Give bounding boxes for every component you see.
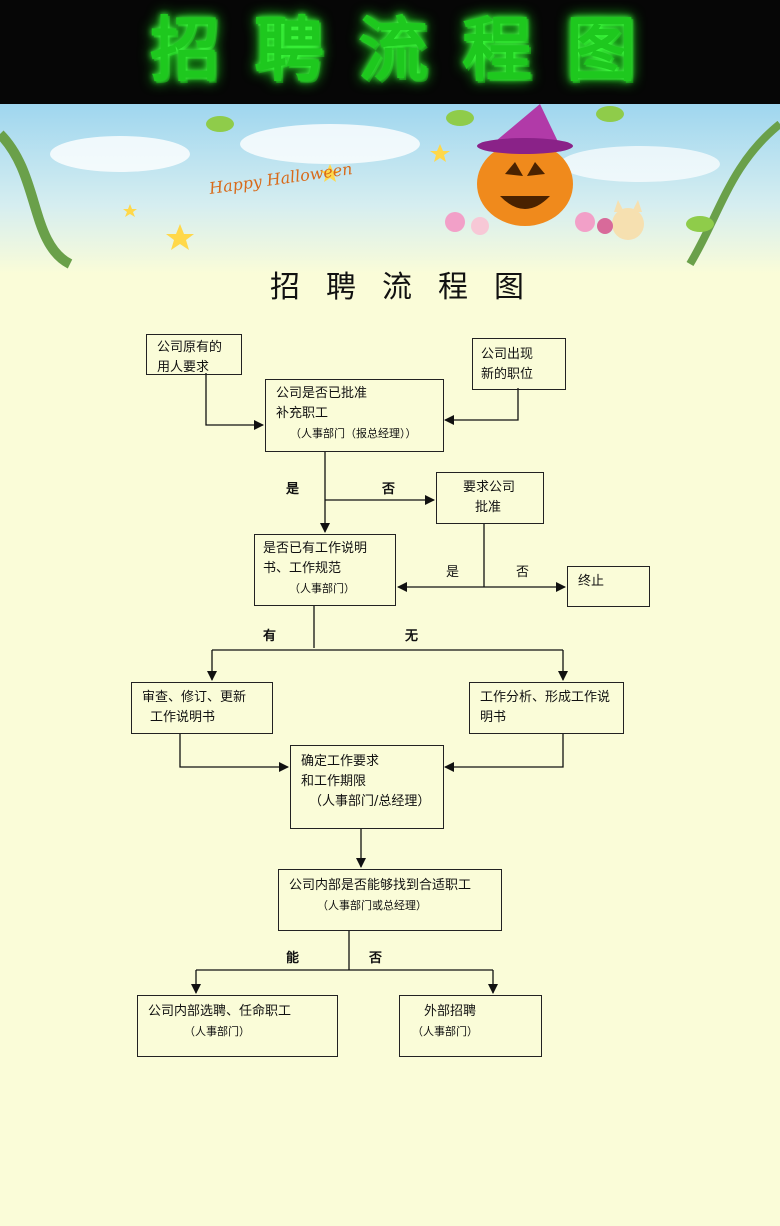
node-job-analysis: 工作分析、形成工作说 明书 <box>469 682 624 734</box>
star-icon <box>123 144 450 250</box>
label-none: 无 <box>405 629 419 644</box>
label-no-request: 否 <box>516 565 530 580</box>
node-new-position: 公司出现 新的职位 <box>472 338 566 390</box>
vine-icon <box>0 130 73 269</box>
node-approval-check: 公司是否已批准 补充职工 （人事部门（报总经理）） <box>265 379 444 452</box>
label-no-approved: 否 <box>382 482 396 497</box>
cat-icon <box>612 200 644 240</box>
node-external-hiring: 外部招聘 （人事部门） <box>399 995 542 1057</box>
node-request-approval: 要求公司 批准 <box>436 472 544 524</box>
label-cannot: 否 <box>369 951 383 966</box>
node-terminate: 终止 <box>567 566 650 607</box>
label-yes-request: 是 <box>446 565 460 580</box>
label-have: 有 <box>263 629 277 644</box>
diagram-title: 招聘流程图 <box>270 270 550 305</box>
node-internal-hiring: 公司内部选聘、任命职工 （人事部门） <box>137 995 338 1057</box>
label-yes-approved: 是 <box>286 482 300 497</box>
pumpkin-icon <box>477 104 573 226</box>
node-review-update: 审查、修订、更新 工作说明书 <box>131 682 273 734</box>
halloween-scene: Happy Halloween <box>0 104 780 274</box>
banner-title: 招聘流程图 <box>150 9 670 91</box>
node-determine-requirements: 确定工作要求 和工作期限 （人事部门/总经理） <box>290 745 444 829</box>
label-can: 能 <box>286 951 300 966</box>
node-job-description-check: 是否已有工作说明 书、工作规范 （人事部门） <box>254 534 396 606</box>
candy-icon <box>445 212 613 235</box>
title-banner: 招聘流程图 <box>0 0 780 104</box>
node-internal-candidate-check: 公司内部是否能够找到合适职工 （人事部门或总经理） <box>278 869 502 931</box>
node-original-requirement: 公司原有的 用人要求 <box>146 334 242 375</box>
